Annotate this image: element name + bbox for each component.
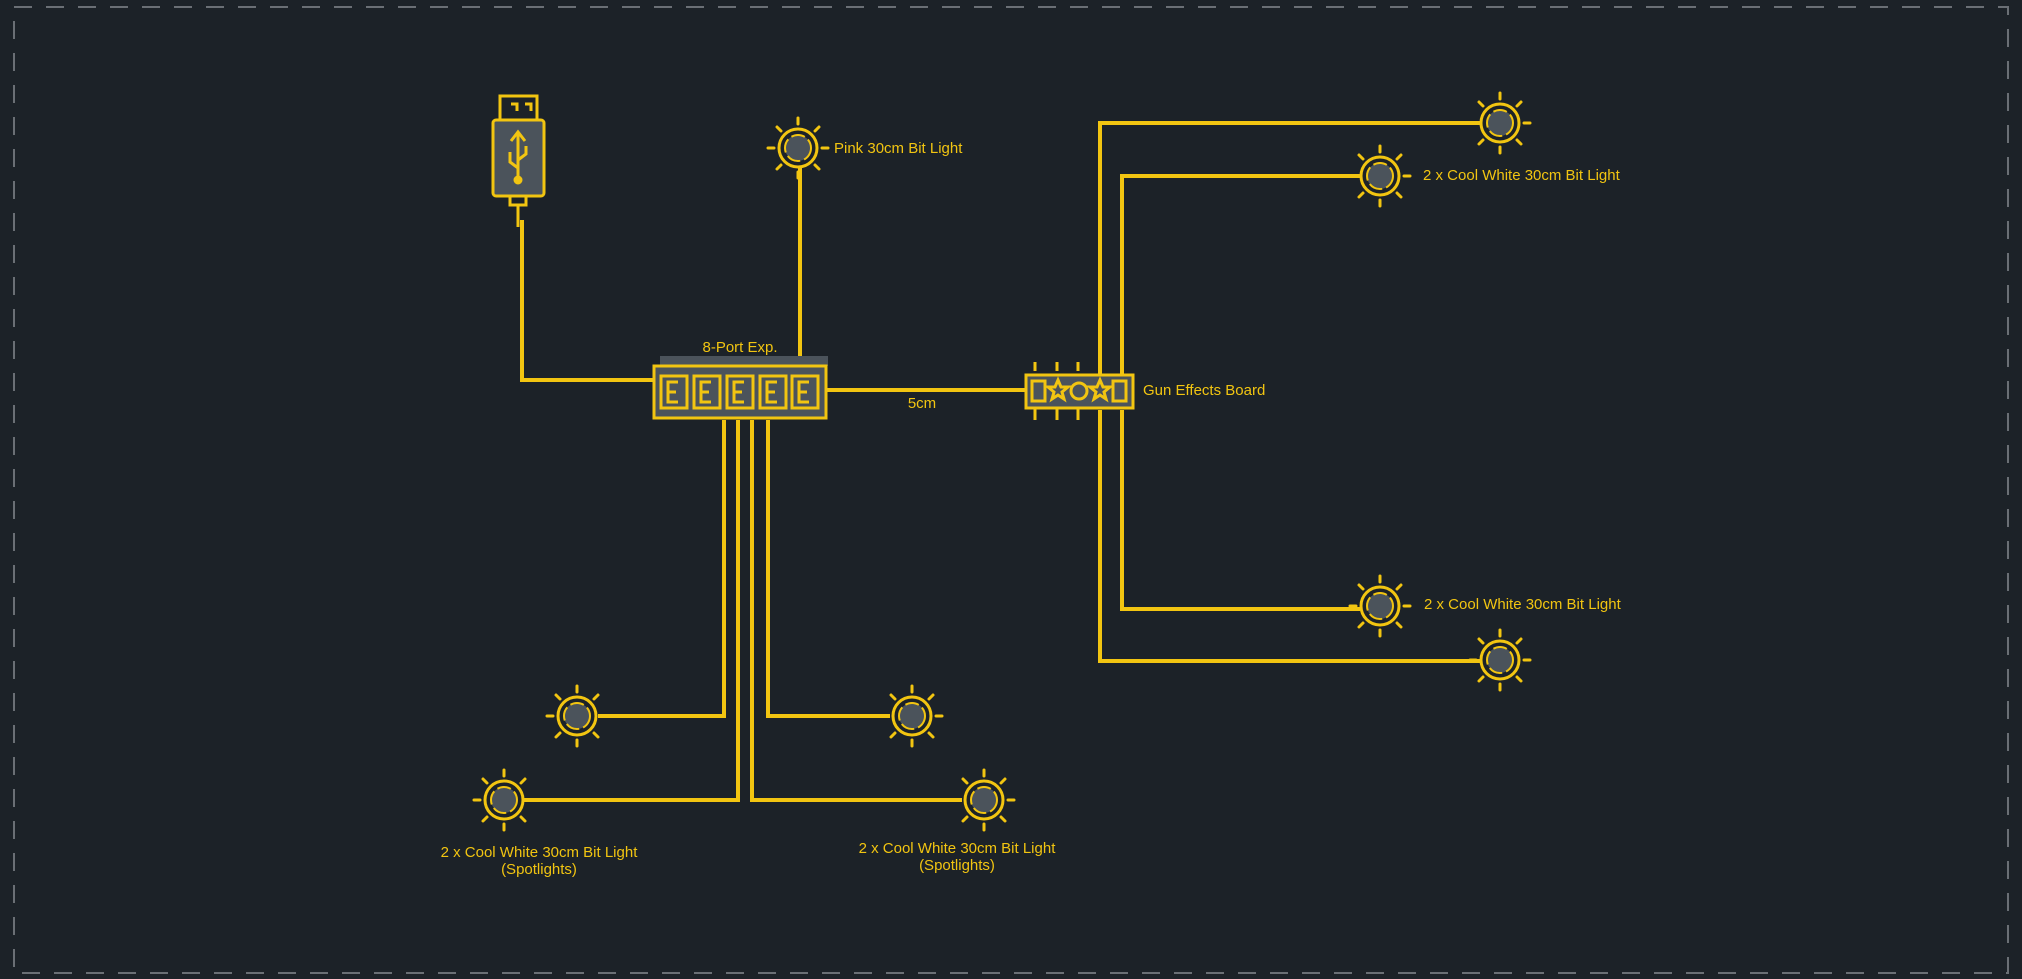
- gun-effects-board-icon: [1024, 362, 1135, 420]
- spot-right-label-line1: 2 x Cool White 30cm Bit Light: [859, 840, 1057, 857]
- wire-usb: [520, 220, 655, 382]
- wire-hub-left-outer: [523, 420, 740, 802]
- wire-hub-left-inner: [598, 420, 726, 718]
- wire-board-top-outer: [1098, 121, 1480, 375]
- bit-light-icon: [952, 768, 1016, 832]
- wire-hub-right-inner: [766, 420, 890, 718]
- wire-hub-right-outer: [750, 420, 962, 802]
- spot-left-label-line2: (Spotlights): [501, 861, 577, 878]
- frame-border: [13, 6, 2009, 974]
- bit-light-icon: [880, 684, 944, 748]
- hub-label: 8-Port Exp.: [702, 339, 777, 356]
- wires: [520, 121, 1480, 802]
- gun-board-label: Gun Effects Board: [1143, 382, 1265, 399]
- wire-board-bottom-inner: [1120, 410, 1360, 611]
- bit-light-icon: [1348, 574, 1412, 638]
- wire-board-bottom-outer: [1098, 410, 1480, 663]
- usb-connector-icon: [491, 94, 546, 227]
- spot-right-label-line2: (Spotlights): [919, 857, 995, 874]
- right-bottom-light-label: 2 x Cool White 30cm Bit Light: [1424, 596, 1622, 613]
- expansion-hub-icon: [652, 356, 828, 420]
- link-length-label: 5cm: [908, 395, 936, 412]
- wire-board-top-inner: [1120, 174, 1360, 375]
- pink-light-label: Pink 30cm Bit Light: [834, 140, 963, 157]
- right-top-light-label: 2 x Cool White 30cm Bit Light: [1423, 167, 1621, 184]
- spot-left-label-line1: 2 x Cool White 30cm Bit Light: [441, 844, 639, 861]
